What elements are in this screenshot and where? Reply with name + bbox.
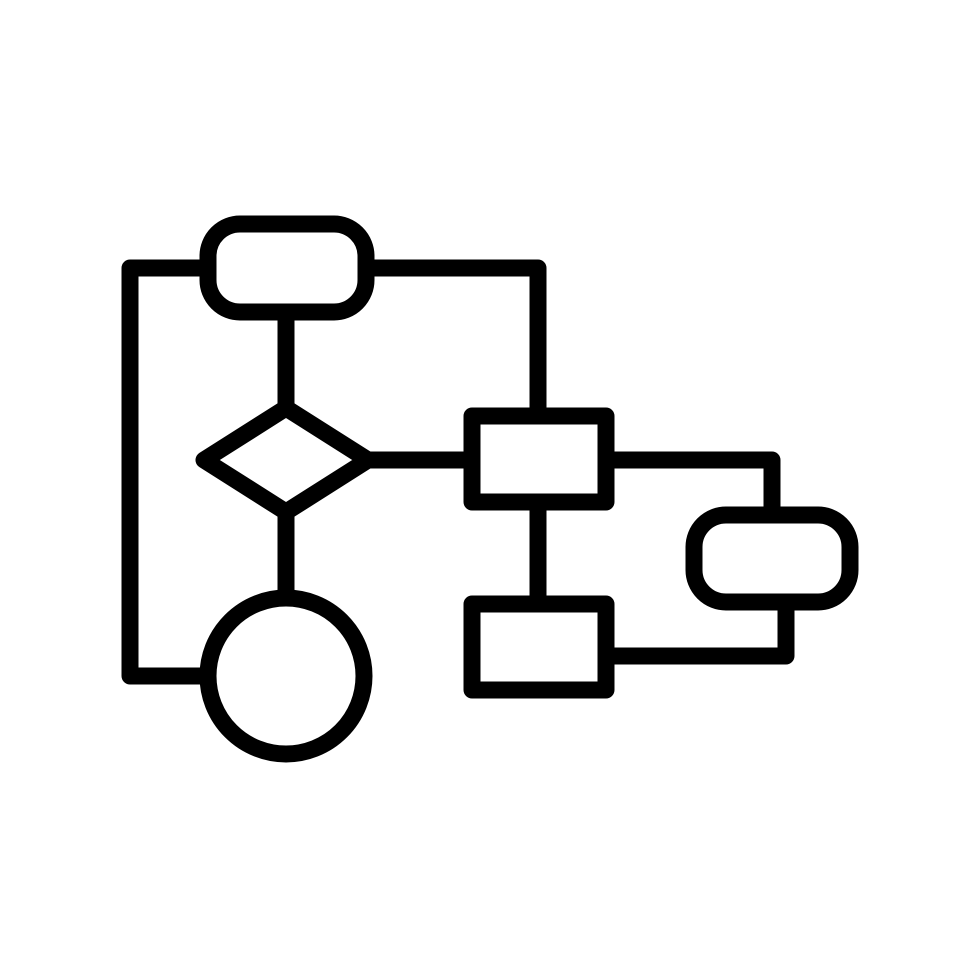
decision-diamond (195, 399, 377, 521)
flowchart-shapes (195, 215, 859, 763)
terminal-top (199, 215, 375, 321)
terminal-right (685, 506, 859, 611)
connector-top-to-process (357, 259, 547, 425)
process-bottom (463, 595, 615, 699)
connector-process-to-right-terminal (597, 451, 781, 524)
circle-connector (199, 589, 373, 763)
connector-lines (121, 259, 795, 685)
connector-left-loop (121, 259, 217, 685)
process-middle (463, 407, 615, 511)
connector-bottom-to-right-terminal (597, 593, 795, 665)
